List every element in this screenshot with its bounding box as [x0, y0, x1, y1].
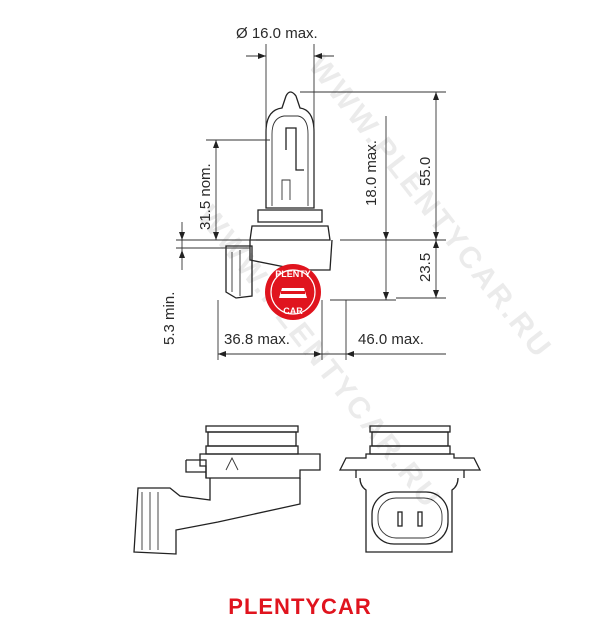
plentycar-logo: PLENTY CAR: [265, 264, 321, 320]
filament: [285, 127, 304, 171]
filament-lead: [281, 179, 291, 200]
dimension-18-0-max: 18.0 max.: [363, 140, 380, 206]
bulb-front-view: [338, 425, 482, 553]
dimension-lines: [176, 44, 446, 360]
svg-text:WWW.PLENTYCAR.RU: WWW.PLENTYCAR.RU: [302, 50, 559, 366]
dimension-46-0-max: 46.0 max.: [358, 331, 424, 348]
base-ring: [249, 225, 331, 241]
dimension-55-0: 55.0: [417, 157, 434, 186]
svg-text:CAR: CAR: [283, 306, 303, 316]
dimension-36-8-max: 36.8 max.: [224, 331, 290, 348]
svg-text:PLENTY: PLENTY: [275, 269, 311, 279]
dimension-31-5-nom: 31.5 nom.: [197, 163, 214, 230]
svg-text:WWW.PLENTYCAR.RU: WWW.PLENTYCAR.RU: [191, 200, 448, 516]
dimension-23-5: 23.5: [417, 253, 434, 282]
bulb-glass: [265, 91, 315, 209]
bulb-side-view-lower: [133, 425, 321, 555]
footer-brand: PLENTYCAR: [228, 594, 372, 619]
bulb-inner-glass: [271, 115, 309, 206]
dimension-5-3-min: 5.3 min.: [161, 292, 178, 345]
base-flange: [257, 209, 323, 223]
connector: [225, 245, 253, 299]
dimension-diameter: Ø 16.0 max.: [236, 25, 318, 42]
